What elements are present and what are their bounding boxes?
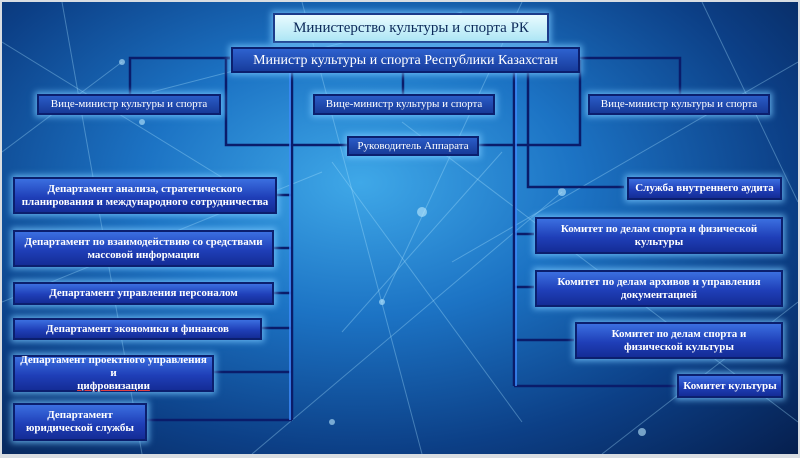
- department-personnel: Департамент управления персоналом: [13, 282, 274, 305]
- department-project-line1: Департамент проектного управления и: [20, 354, 207, 379]
- connector-lines: [128, 56, 682, 422]
- head-of-staff-box: Руководитель Аппарата: [347, 136, 479, 156]
- committee-sport-1: Комитет по делам спорта и физической кул…: [535, 217, 783, 254]
- department-economics: Департамент экономики и финансов: [13, 318, 262, 340]
- department-media: Департамент по взаимодействию со средств…: [13, 230, 274, 267]
- committee-culture: Комитет культуры: [677, 374, 783, 398]
- internal-audit-box: Служба внутреннего аудита: [627, 177, 782, 200]
- vice-minister-center: Вице-министр культуры и спорта: [313, 94, 495, 115]
- minister-box: Министр культуры и спорта Республики Каз…: [231, 47, 580, 73]
- department-project-line2: цифровизации: [77, 380, 150, 392]
- department-legal: Департамент юридической службы: [13, 403, 147, 441]
- vice-minister-left: Вице-министр культуры и спорта: [37, 94, 221, 115]
- department-project-management: Департамент проектного управления и цифр…: [13, 354, 214, 392]
- committee-sport-2: Комитет по делам спорта и физической кул…: [575, 322, 783, 359]
- department-analysis: Департамент анализа, стратегического пла…: [13, 177, 277, 214]
- ministry-title: Министерство культуры и спорта РК: [273, 13, 549, 43]
- vice-minister-right: Вице-министр культуры и спорта: [588, 94, 770, 115]
- committee-archives: Комитет по делам архивов и управления до…: [535, 270, 783, 307]
